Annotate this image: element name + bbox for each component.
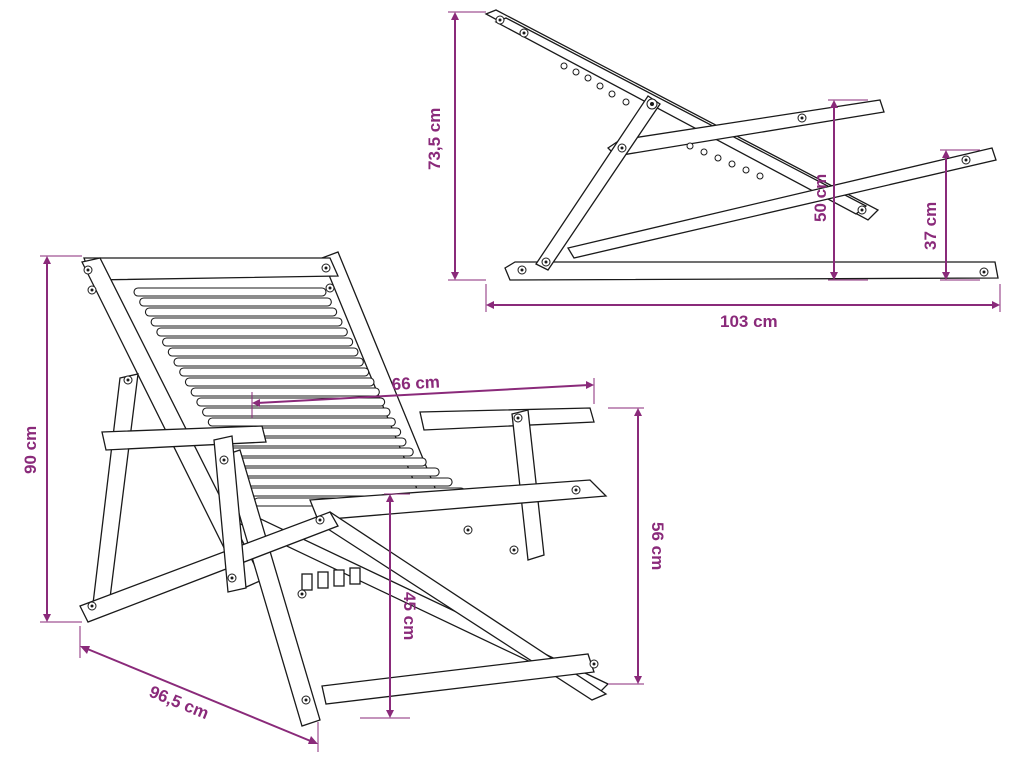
slat: [156, 327, 348, 337]
label-chair-width: 66 cm: [391, 372, 440, 393]
dim-folded-height: 73,5 cm: [425, 11, 486, 281]
slat: [242, 477, 453, 487]
label-chair-depth: 96,5 cm: [147, 682, 212, 723]
dim-seat-height: 45 cm: [360, 493, 419, 719]
slat: [139, 297, 332, 307]
slat: [236, 467, 440, 477]
slat: [202, 407, 391, 417]
slat: [184, 377, 375, 387]
dim-chair-width: 66 cm: [251, 372, 595, 418]
chair-lower-left-bar: [79, 511, 339, 623]
slat: [150, 317, 343, 327]
chair-bottom-stretcher: [321, 653, 595, 705]
label-armrest-height: 56 cm: [648, 522, 667, 570]
chair-backrest-top-bar: [83, 257, 339, 281]
slat: [167, 347, 359, 357]
chair-left-armrest: [101, 425, 267, 593]
label-folded-length: 103 cm: [720, 312, 778, 331]
label-folded-mid-height: 50 cm: [811, 174, 830, 222]
slat: [144, 307, 338, 317]
slat: [224, 447, 414, 457]
slat: [133, 287, 327, 297]
folded-bolts: [495, 15, 989, 277]
slat: [207, 417, 396, 427]
label-chair-height: 90 cm: [21, 426, 40, 474]
dim-folded-low-height: 37 cm: [921, 149, 980, 281]
folded-rear-leg: [535, 95, 661, 271]
chair-seat-front-bar: [309, 479, 608, 521]
slat: [173, 357, 364, 367]
folded-slat-ends: [560, 62, 764, 180]
slat: [179, 367, 370, 377]
slat: [230, 457, 427, 467]
dim-armrest-height: 56 cm: [608, 407, 667, 685]
assembled-chair-view: [79, 251, 610, 727]
slat: [162, 337, 354, 347]
dim-folded-mid-height: 50 cm: [811, 99, 868, 281]
folded-seat-rail: [504, 261, 999, 281]
label-folded-low-height: 37 cm: [921, 202, 940, 250]
folded-chair-view: [484, 9, 999, 281]
slat: [190, 387, 380, 397]
dim-folded-length: 103 cm: [485, 284, 1001, 331]
folded-lower-rail: [566, 147, 997, 259]
dim-chair-height: 90 cm: [21, 255, 82, 623]
chair-left-rear-leg: [91, 373, 139, 615]
label-folded-height: 73,5 cm: [425, 108, 444, 170]
chair-bolts: [83, 263, 599, 705]
label-seat-height: 45 cm: [400, 592, 419, 640]
chair-adjust-mechanism: [301, 567, 361, 591]
chair-slats: [133, 287, 479, 507]
